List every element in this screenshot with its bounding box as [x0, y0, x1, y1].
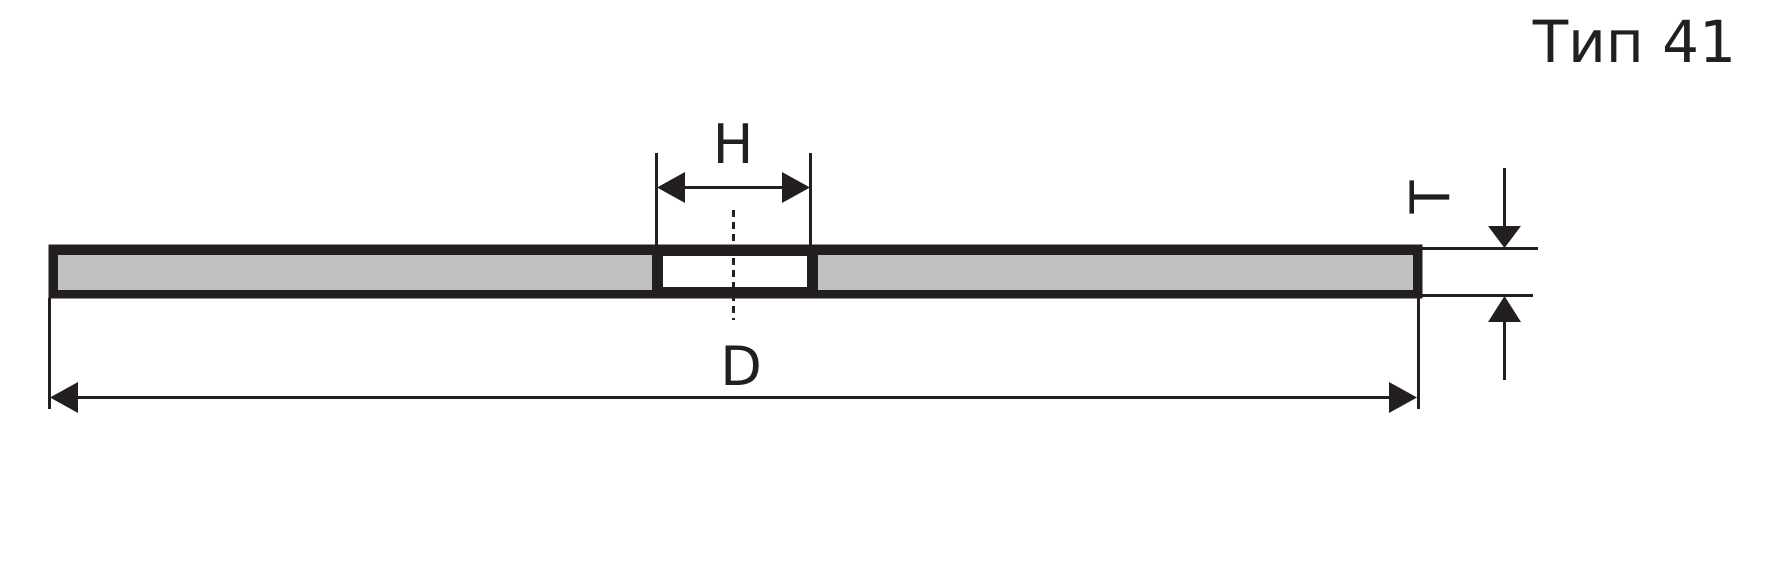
h-arrow-right-icon [782, 172, 810, 203]
wheel-right-section [818, 255, 1413, 290]
wheel-cross-section [48, 244, 1423, 299]
type-label: Тип 41 [1532, 8, 1736, 76]
t-arrow-up-icon [1488, 296, 1521, 322]
h-label: H [713, 113, 754, 176]
thickness-dimension: T [1399, 168, 1538, 380]
t-label: T [1399, 180, 1462, 215]
bore-diameter-dimension: H [655, 113, 812, 246]
wheel-left-section [58, 255, 652, 290]
d-arrow-right-icon [1389, 382, 1417, 413]
d-label: D [720, 335, 762, 398]
t-arrow-down-icon [1488, 226, 1521, 248]
outer-diameter-dimension: D [48, 298, 1420, 413]
h-arrow-left-icon [657, 172, 685, 203]
d-arrow-left-icon [50, 382, 78, 413]
